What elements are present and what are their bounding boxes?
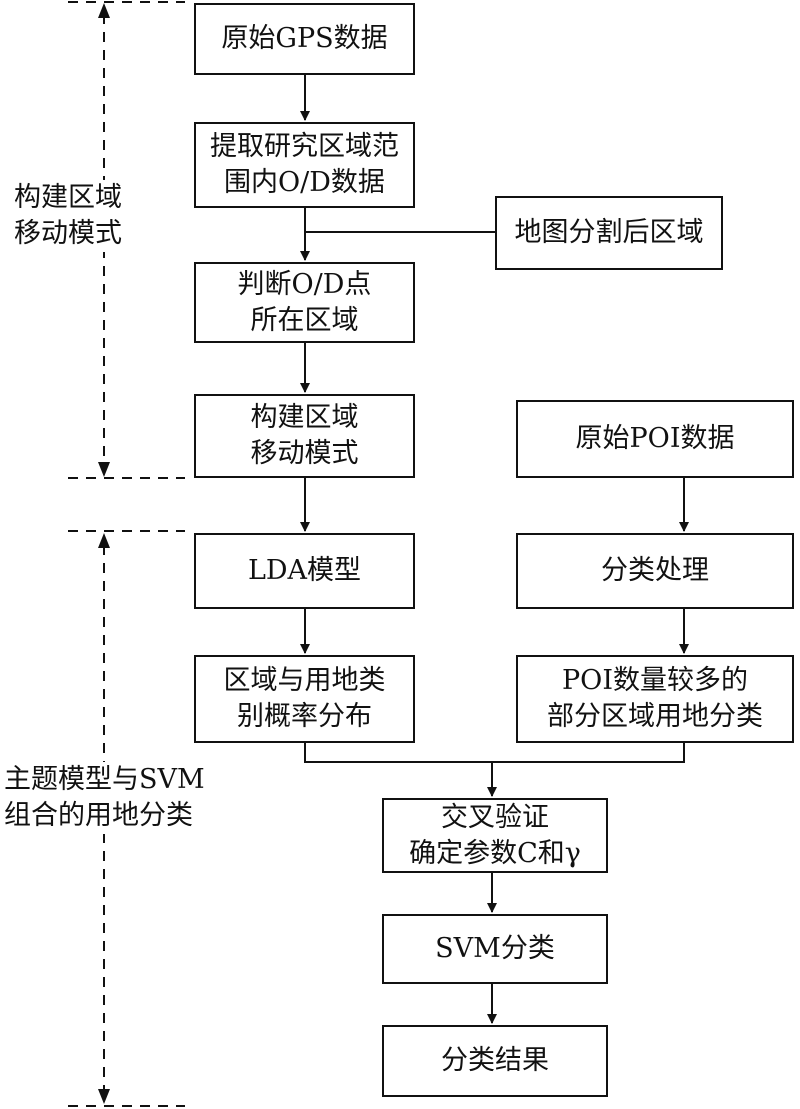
node-region-landuse-prob-line2: 别概率分布	[237, 701, 372, 732]
node-cross-validation: 交叉验证 确定参数C和γ	[382, 798, 608, 873]
node-result-text: 分类结果	[441, 1045, 549, 1076]
stage2-label-line1: 主题模型与SVM	[4, 764, 205, 795]
node-region-landuse-prob: 区域与用地类 别概率分布	[194, 655, 415, 743]
node-build-mobility-line2: 移动模式	[250, 438, 359, 469]
node-gps-raw: 原始GPS数据	[194, 3, 415, 75]
node-poi-raw-text: 原始POI数据	[575, 423, 735, 454]
stage2-arrowhead-bottom	[98, 1089, 110, 1104]
node-classify: 分类处理	[516, 533, 794, 609]
node-poi-landuse-line2: 部分区域用地分类	[547, 701, 763, 732]
node-poi-landuse: POI数量较多的 部分区域用地分类	[516, 655, 794, 743]
node-map-partition: 地图分割后区域	[495, 196, 723, 270]
stage1-label-line1: 构建区域	[14, 182, 122, 213]
node-judge-od-line1: 判断O/D点	[237, 268, 372, 300]
node-lda-model-text: LDA模型	[247, 555, 362, 586]
node-svm-classify: SVM分类	[382, 914, 608, 984]
node-svm-classify-text: SVM分类	[435, 933, 555, 964]
node-classify-text: 分类处理	[601, 555, 709, 586]
stage2-arrowhead-top	[98, 533, 110, 548]
stage1-label: 构建区域 移动模式	[14, 180, 122, 252]
node-extract-od-line1: 提取研究区域范	[210, 131, 399, 162]
node-judge-od: 判断O/D点 所在区域	[194, 262, 415, 343]
node-cross-validation-line2: 确定参数C和γ	[409, 837, 581, 869]
stage1-arrowhead-top	[98, 3, 110, 18]
stage2-label: 主题模型与SVM 组合的用地分类	[4, 762, 205, 834]
node-poi-landuse-line1: POI数量较多的	[562, 665, 748, 696]
node-lda-model: LDA模型	[194, 533, 415, 609]
stage2-label-line2: 组合的用地分类	[4, 800, 193, 831]
merge-connector	[304, 743, 685, 763]
stage1-label-line2: 移动模式	[14, 218, 122, 249]
node-gps-raw-text: 原始GPS数据	[221, 23, 388, 54]
node-map-partition-text: 地图分割后区域	[514, 217, 704, 248]
node-judge-od-line2: 所在区域	[250, 304, 359, 336]
node-region-landuse-prob-line1: 区域与用地类	[223, 665, 386, 696]
node-result: 分类结果	[382, 1025, 608, 1097]
node-poi-raw: 原始POI数据	[516, 400, 794, 478]
node-cross-validation-line1: 交叉验证	[441, 801, 549, 833]
node-extract-od-line2: 围内O/D数据	[224, 167, 385, 198]
node-extract-od: 提取研究区域范 围内O/D数据	[194, 122, 415, 208]
stage1-arrowhead-bottom	[98, 462, 110, 477]
node-build-mobility: 构建区域 移动模式	[194, 394, 415, 478]
node-build-mobility-line1: 构建区域	[250, 402, 359, 433]
